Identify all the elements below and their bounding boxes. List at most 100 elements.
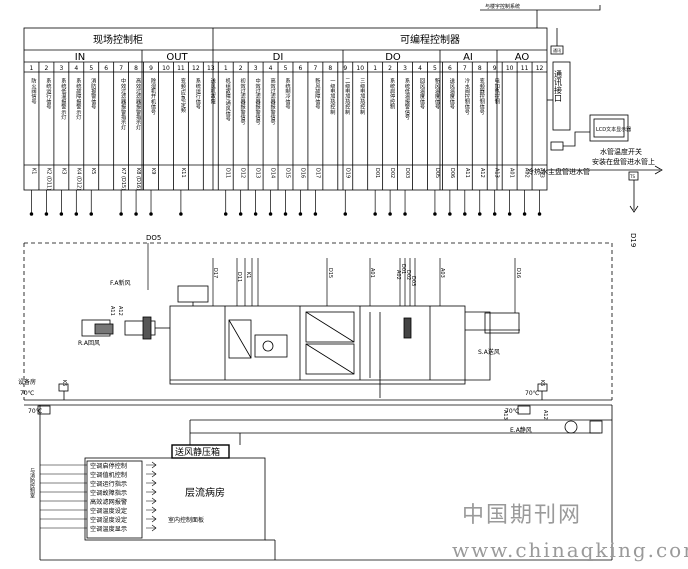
- sensor-lines: [147, 243, 516, 313]
- signal-label: 系统故障报警示灯: [75, 77, 81, 121]
- code-label: A13: [494, 168, 500, 178]
- column-number: 7: [119, 65, 123, 72]
- temp-70-b: 70℃: [28, 408, 43, 415]
- water-temp-install: 安装在盘管进水管上: [592, 157, 655, 166]
- tag-d15: D15: [327, 268, 333, 278]
- code-label: D03: [404, 168, 410, 178]
- temp-70-c: 70℃: [525, 390, 540, 397]
- comm-port-label: 通讯接口: [554, 69, 563, 102]
- temp-70-d: 70℃: [505, 408, 520, 415]
- group-ao: AO: [515, 52, 530, 63]
- column-number: 10: [506, 65, 514, 72]
- panel-item: 空调值机控制: [90, 471, 127, 479]
- tag-k1: K1: [245, 272, 251, 278]
- column-number: 6: [104, 65, 108, 72]
- code-label: D05: [434, 168, 440, 178]
- column-number: 5: [89, 65, 93, 72]
- code-label: A12: [479, 168, 485, 178]
- signal-down-arrows: [29, 190, 542, 216]
- panel-arrow: [146, 506, 157, 514]
- panel-arrow: [146, 497, 157, 505]
- tag-d17: D17: [212, 268, 218, 278]
- tag-d01: D01: [400, 264, 406, 274]
- signal-label: 新风故障信号: [314, 77, 320, 111]
- signal-label: 中效过滤器报警指示灯: [120, 77, 126, 132]
- code-label: D12: [240, 168, 246, 178]
- signal-label: 初效过滤器报警信号: [239, 77, 245, 127]
- signal-label: 系统启停控制: [389, 77, 395, 111]
- column-number: 1: [224, 65, 228, 72]
- signal-label: 系统运行信号: [45, 77, 51, 111]
- tag-a12_ea: A12: [542, 410, 548, 420]
- column-number: 2: [388, 65, 392, 72]
- column-number: 9: [343, 65, 347, 72]
- signal-label: 高效过滤器报警指示灯: [135, 77, 141, 132]
- tag-d11: D11: [236, 272, 242, 282]
- tag-k5: K5: [61, 380, 67, 386]
- column-number: 1: [30, 65, 34, 72]
- top-right-wiring: [480, 5, 663, 213]
- ward-room: [40, 457, 612, 561]
- group-do: DO: [385, 52, 401, 63]
- signal-label: 三级电加热控制: [359, 78, 365, 116]
- ea-label: E.A静风: [510, 426, 532, 434]
- water-temp-switch: 水管温度开关: [600, 147, 642, 156]
- ra-label: R.A回风: [78, 340, 100, 347]
- code-label: K11: [180, 168, 186, 178]
- column-number: 6: [299, 65, 303, 72]
- code-label: D02: [389, 168, 395, 178]
- signal-label: 机组故障/通风信号: [224, 77, 230, 123]
- panel-arrow: [146, 470, 157, 478]
- panel-item: 空调湿度设定: [90, 516, 127, 524]
- tag-a12: A12: [117, 306, 123, 316]
- signal-label: 冷水阀控制信号: [463, 77, 469, 116]
- code-label: A03: [539, 168, 545, 178]
- signal-label: 电加热控制: [493, 77, 499, 106]
- fire-damper-left: [37, 383, 69, 415]
- code-label: D17: [314, 168, 320, 178]
- signal-label: 新风温度信号: [434, 77, 440, 111]
- left-vertical-label: 与消防控制室: [29, 467, 35, 498]
- code-label: D01: [374, 168, 380, 178]
- watermark-cn: 中国期刊网: [462, 503, 583, 528]
- code-label: D06: [449, 168, 455, 178]
- signal-label: 防火阀信号: [30, 77, 36, 106]
- tag-a11: A11: [109, 306, 115, 316]
- column-number: 6: [448, 65, 452, 72]
- exhaust-duct: [189, 419, 612, 445]
- panel-arrow: [146, 524, 157, 532]
- panel-item: 空调故障指示: [90, 489, 127, 497]
- signal-label: 系统运行信号: [194, 77, 200, 111]
- group-in: IN: [75, 52, 85, 63]
- code-label: D11: [225, 168, 231, 178]
- watermark-url: www.chinaqking.com: [452, 538, 688, 562]
- room-label: 设备房: [18, 378, 36, 386]
- panel-arrow: [146, 461, 157, 469]
- code-label: K3: [60, 168, 66, 174]
- code-label: K9: [150, 168, 156, 174]
- code-label: D15: [285, 168, 291, 178]
- static-box-label: 送风静压箱: [175, 446, 220, 458]
- signal-label: 送风温度信号: [448, 77, 454, 111]
- column-number: 2: [239, 65, 243, 72]
- column-number: 8: [478, 65, 482, 72]
- column-number: 3: [403, 65, 407, 72]
- column-number: 8: [328, 65, 332, 72]
- column-number: 11: [521, 65, 529, 72]
- column-number: 4: [269, 65, 273, 72]
- fire-damper-right: [517, 383, 548, 415]
- code-label: K1: [30, 168, 36, 174]
- code-label: D14: [270, 168, 276, 178]
- column-number: 7: [463, 65, 467, 72]
- column-number: 3: [254, 65, 258, 72]
- code-label: D13: [255, 168, 261, 178]
- temp-70-a: 70℃: [20, 390, 35, 397]
- control-table: [23, 27, 548, 191]
- column-number: 5: [284, 65, 288, 72]
- tag-a02: A02: [395, 270, 401, 280]
- ward-label: 层流病房: [185, 486, 225, 499]
- panel-item: 高效滤网报警: [90, 498, 127, 506]
